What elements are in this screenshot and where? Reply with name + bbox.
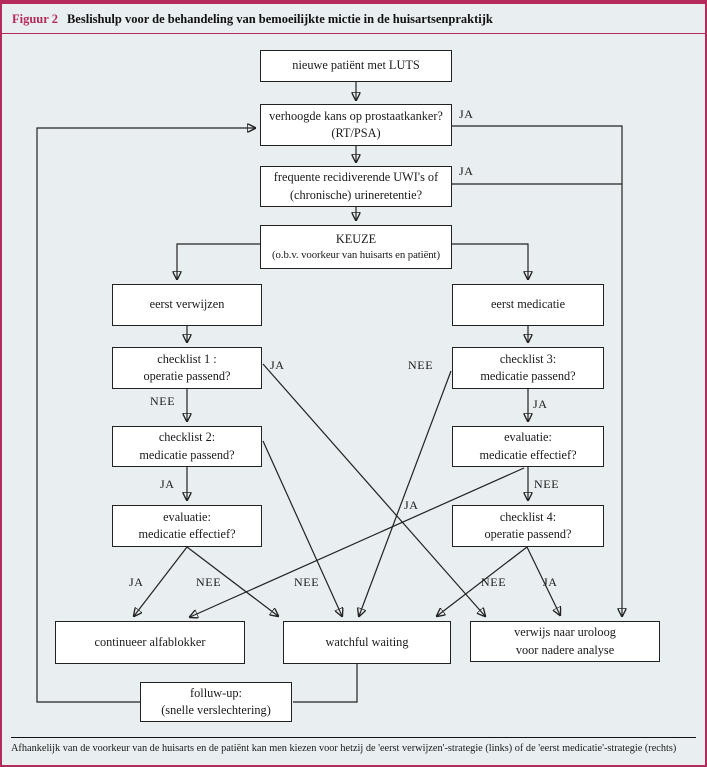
node-evaluatie-medicatie-effectief-links: evaluatie: medicatie effectief?	[112, 505, 262, 547]
node-followup-snelle-verslechtering: folluw-up: (snelle verslechtering)	[140, 682, 292, 722]
node-label: eerst verwijzen	[149, 297, 225, 312]
edge-label-ja-evaluatie-l: JA	[129, 575, 144, 589]
edge-watchful-followup	[293, 664, 358, 703]
node-checklist4-operatie-passend: checklist 4: operatie passend?	[452, 505, 604, 547]
edge-label-ja-evaluatie-r: JA	[404, 498, 419, 512]
node-label: medicatie effectief?	[138, 527, 236, 541]
node-label: (o.b.v. voorkeur van huisarts en patiënt…	[272, 249, 440, 262]
node-label: medicatie passend?	[139, 447, 235, 462]
edge-label-ja-checklist3: JA	[533, 397, 548, 411]
node-label: (snelle verslechtering)	[161, 703, 271, 717]
node-label: frequente recidiverende UWI's of	[273, 170, 439, 185]
node-nieuwe-patient-luts: nieuwe patiënt met LUTS	[260, 50, 452, 82]
edge-label-nee-checklist2: NEE	[294, 575, 320, 589]
node-label: checklist 2:	[158, 430, 216, 445]
flowchart-canvas: nieuwe patiënt met LUTS verhoogde kans o…	[2, 4, 705, 765]
node-label: checklist 1 :	[157, 351, 217, 366]
node-label: folluw-up:	[190, 685, 242, 700]
node-label: eerst medicatie	[490, 297, 566, 312]
node-label: checklist 3:	[499, 351, 557, 366]
node-eerst-medicatie: eerst medicatie	[452, 284, 604, 326]
node-watchful-waiting: watchful waiting	[283, 621, 451, 664]
node-eerst-verwijzen: eerst verwijzen	[112, 284, 262, 326]
edge-label-ja-uwi: JA	[459, 164, 474, 178]
node-label: KEUZE	[335, 231, 377, 246]
edge-label-ja-checklist4: JA	[543, 575, 558, 589]
figure-number: Figuur 2	[12, 12, 58, 26]
node-label: (chronische) urineretentie?	[289, 187, 423, 202]
edge-label-ja-checklist1: JA	[270, 358, 285, 372]
node-label: watchful waiting	[325, 634, 409, 649]
edge-keuze-medicatie	[452, 243, 528, 279]
edge-followup-left-feedback	[36, 128, 255, 703]
figure-title: Beslishulp voor de behandeling van bemoe…	[66, 12, 493, 26]
node-continueer-alfablokker: continueer alfablokker	[55, 621, 245, 664]
node-label: continueer alfablokker	[94, 634, 206, 649]
node-label: verhoogde kans op prostaatkanker?	[269, 108, 443, 123]
node-label: operatie passend?	[484, 527, 572, 541]
node-label: operatie passend?	[143, 369, 231, 383]
node-checklist3-medicatie-passend: checklist 3: medicatie passend?	[452, 347, 604, 389]
node-keuze: KEUZE (o.b.v. voorkeur van huisarts en p…	[260, 225, 452, 269]
node-label: evaluatie:	[163, 509, 211, 524]
edge-label-nee-evaluatie-l: NEE	[196, 575, 222, 589]
figure-header: Figuur 2 Beslishulp voor de behandeling v…	[2, 4, 705, 34]
edge-label-nee-checklist4: NEE	[481, 575, 507, 589]
node-label: voor nadere analyse	[515, 642, 615, 657]
node-label: nieuwe patiënt met LUTS	[292, 58, 420, 73]
node-verwijs-naar-uroloog: verwijs naar uroloog voor nadere analyse	[470, 621, 660, 662]
node-label: verwijs naar uroloog	[514, 625, 616, 640]
node-label: (RT/PSA)	[331, 126, 381, 140]
node-label: evaluatie:	[504, 430, 552, 445]
node-verhoogde-kans-prostaatkanker: verhoogde kans op prostaatkanker? (RT/PS…	[260, 104, 452, 146]
node-checklist1-operatie-passend: checklist 1 : operatie passend?	[112, 347, 262, 389]
node-label: medicatie passend?	[480, 369, 576, 383]
edge-label-nee-checklist1: NEE	[150, 394, 176, 408]
caption-text: Afhankelijk van de voorkeur van de huisa…	[11, 743, 677, 754]
edge-checklist3-nee-watchful	[359, 370, 452, 616]
edge-label-nee-checklist3: NEE	[408, 358, 434, 372]
edge-label-nee-evaluatie-r: NEE	[534, 477, 560, 491]
figure-caption: Afhankelijk van de voorkeur van de huisa…	[11, 737, 696, 765]
node-label: medicatie effectief?	[479, 447, 577, 462]
edge-label-ja-checklist2: JA	[160, 477, 175, 491]
node-evaluatie-medicatie-effectief-rechts: evaluatie: medicatie effectief?	[452, 426, 604, 467]
node-frequente-uwi-urineretentie: frequente recidiverende UWI's of (chroni…	[260, 166, 452, 207]
edge-keuze-verwijzen	[177, 243, 260, 279]
node-label: checklist 4:	[499, 509, 557, 524]
edge-label-ja-prostate: JA	[459, 107, 474, 121]
node-checklist2-medicatie-passend: checklist 2: medicatie passend?	[112, 426, 262, 467]
